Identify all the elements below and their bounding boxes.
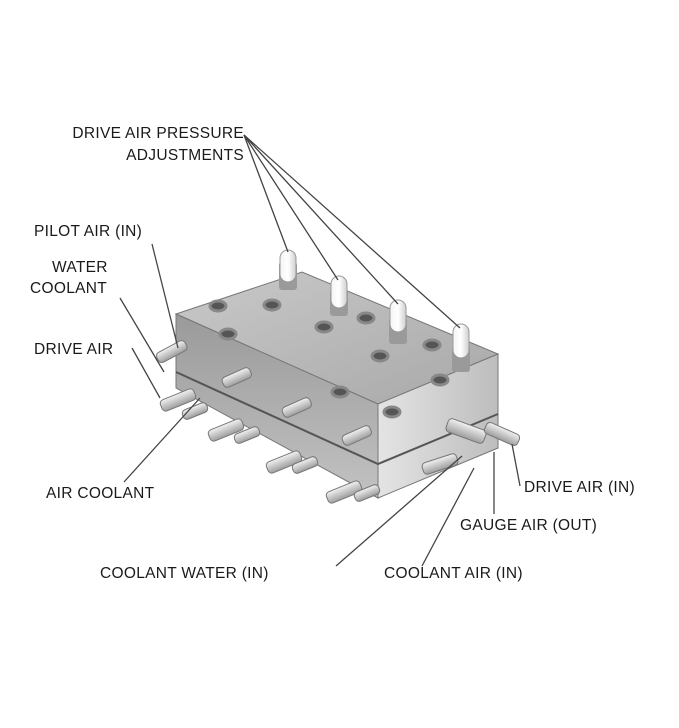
leader-drive-pressure-4 — [243, 134, 461, 329]
leader-drive-air-in — [511, 443, 521, 487]
label-water: WATER — [52, 259, 108, 276]
label-gauge-air-out: GAUGE AIR (OUT) — [460, 517, 598, 534]
top-bolt-holes — [208, 298, 450, 419]
leader-air-coolant — [123, 397, 201, 483]
label-coolant-water-in: COOLANT WATER (IN) — [100, 565, 269, 582]
label-drive-air-pressure: DRIVE AIR PRESSURE — [72, 125, 244, 142]
leader-drive-air — [131, 347, 161, 399]
label-adjustments: ADJUSTMENTS — [126, 147, 244, 164]
knob-4 — [452, 323, 470, 372]
label-drive-air: DRIVE AIR — [34, 341, 114, 358]
label-drive-air-in: DRIVE AIR (IN) — [524, 479, 635, 496]
hose-fittings — [155, 340, 521, 504]
label-pilot-air-in: PILOT AIR (IN) — [34, 223, 143, 240]
leader-pilot-air — [151, 243, 179, 349]
knob-3 — [389, 299, 407, 344]
leader-coolant-air — [421, 467, 475, 567]
fitting-b — [207, 367, 261, 444]
fitting-a — [155, 340, 209, 420]
adjustment-knobs — [279, 249, 470, 372]
label-coolant-air-in: COOLANT AIR (IN) — [384, 565, 523, 582]
leader-drive-pressure-1 — [243, 134, 289, 253]
leader-lines — [119, 134, 521, 567]
label-coolant: COOLANT — [30, 280, 108, 297]
leader-drive-pressure-2 — [243, 134, 339, 281]
leader-coolant-water — [335, 455, 463, 567]
label-air-coolant: AIR COOLANT — [46, 485, 155, 502]
knob-2 — [330, 275, 348, 316]
leader-drive-pressure-3 — [243, 134, 399, 305]
fitting-right — [421, 418, 521, 475]
fitting-d — [325, 425, 381, 504]
fitting-c — [265, 397, 319, 474]
leader-water-coolant — [119, 297, 165, 373]
knob-1 — [279, 249, 297, 290]
